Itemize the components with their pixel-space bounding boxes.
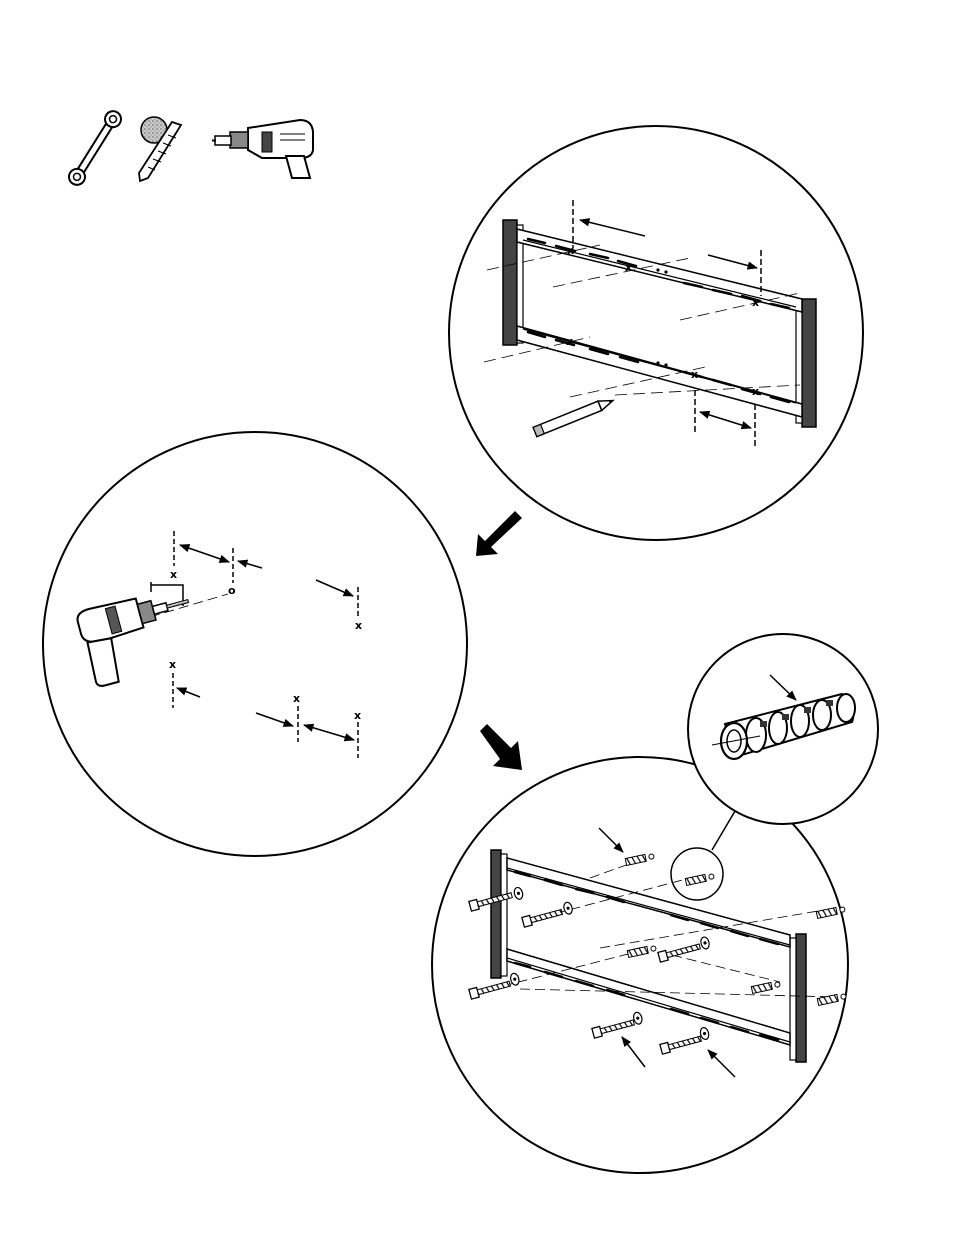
- tools-row: [66, 108, 313, 188]
- mark-x: x: [170, 568, 177, 581]
- drilled-hole: o: [228, 584, 236, 597]
- mark-x: x: [625, 261, 632, 274]
- wrench-icon: [66, 108, 124, 188]
- mark-x: x: [752, 296, 759, 309]
- mark-x: x: [566, 335, 573, 348]
- mark-x: x: [354, 709, 361, 722]
- detail-circle-wall-anchor: [688, 634, 878, 824]
- power-drill-icon: [212, 120, 313, 178]
- mark-x: x: [169, 658, 176, 671]
- step-circle-mark-holes: x x x x x x: [449, 126, 863, 540]
- mark-x: x: [752, 385, 759, 398]
- mark-x: x: [293, 692, 300, 705]
- step-arrow-1-to-2: [476, 511, 522, 556]
- masonry-drill-bit-icon: [139, 117, 181, 181]
- step-arrow-2-to-3: [480, 724, 522, 770]
- step-circle-drill-holes: x o x x x x: [43, 432, 467, 856]
- mark-x: x: [691, 368, 698, 381]
- mark-x: x: [355, 619, 362, 632]
